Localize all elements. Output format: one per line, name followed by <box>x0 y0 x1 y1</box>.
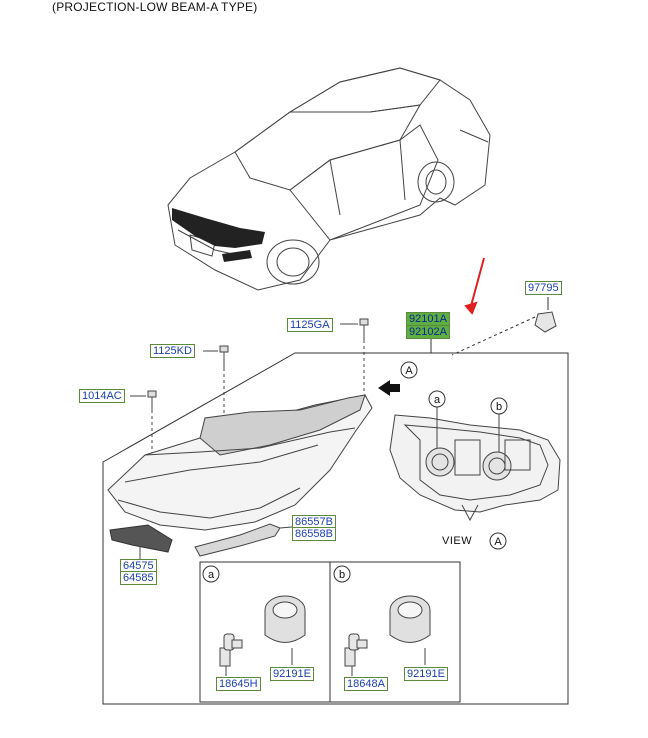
view-label: VIEW <box>442 535 473 547</box>
socket-a-icon <box>264 595 306 665</box>
callout-a-circle-box <box>202 565 220 583</box>
callout-b-circle-box <box>333 565 351 583</box>
bolt-1014ac-icon <box>130 390 157 455</box>
part-label-86558b[interactable]: 86558B <box>292 527 336 541</box>
part-label-92101a[interactable]: 92101A <box>406 312 450 326</box>
cap-97795-icon <box>534 311 557 333</box>
bracket-64575-icon <box>109 524 173 553</box>
part-label-1125ga[interactable]: 1125GA <box>287 318 333 332</box>
part-label-92191e-a[interactable]: 92191E <box>270 667 314 681</box>
callout-A-top: A <box>405 365 413 377</box>
callout-b-circle-view <box>490 397 508 415</box>
part-label-64585[interactable]: 64585 <box>120 571 157 585</box>
part-label-1014ac[interactable]: 1014AC <box>79 389 125 403</box>
view-a-arrow-icon <box>378 380 400 396</box>
headlamp-assembly <box>107 394 373 531</box>
part-label-18645h[interactable]: 18645H <box>216 677 261 691</box>
car-illustration <box>167 67 491 291</box>
red-pointer-arrow <box>464 257 485 315</box>
callout-b-view: b <box>496 401 502 413</box>
bolt-1125kd-icon <box>203 345 229 430</box>
part-label-92102a[interactable]: 92102A <box>406 325 450 339</box>
callout-a-circle-view <box>428 390 446 408</box>
callout-a-view: a <box>434 394 441 406</box>
socket-b-icon <box>389 595 431 665</box>
part-label-97795[interactable]: 97795 <box>525 281 562 295</box>
page-title: (PROJECTION-LOW BEAM-A TYPE) <box>52 0 258 14</box>
part-label-1125kd[interactable]: 1125KD <box>150 344 195 358</box>
part-label-64575[interactable]: 64575 <box>120 559 157 573</box>
bracket-86557b-icon <box>194 523 281 557</box>
callout-a-box: a <box>208 569 215 581</box>
callout-A-view: A <box>494 536 502 548</box>
bulb-a-icon <box>219 633 243 676</box>
callout-b-box: b <box>339 569 345 581</box>
callout-A-circle-top <box>400 361 418 379</box>
headlamp-location-mark <box>172 208 265 248</box>
part-label-92191e-b[interactable]: 92191E <box>404 667 448 681</box>
part-label-18648a[interactable]: 18648A <box>344 677 388 691</box>
assembly-frame <box>102 352 569 705</box>
bolt-1125ga-icon <box>340 318 369 392</box>
headlamp-rear-view <box>389 407 561 522</box>
bulb-b-icon <box>344 633 368 676</box>
callout-A-circle-view <box>489 532 507 550</box>
